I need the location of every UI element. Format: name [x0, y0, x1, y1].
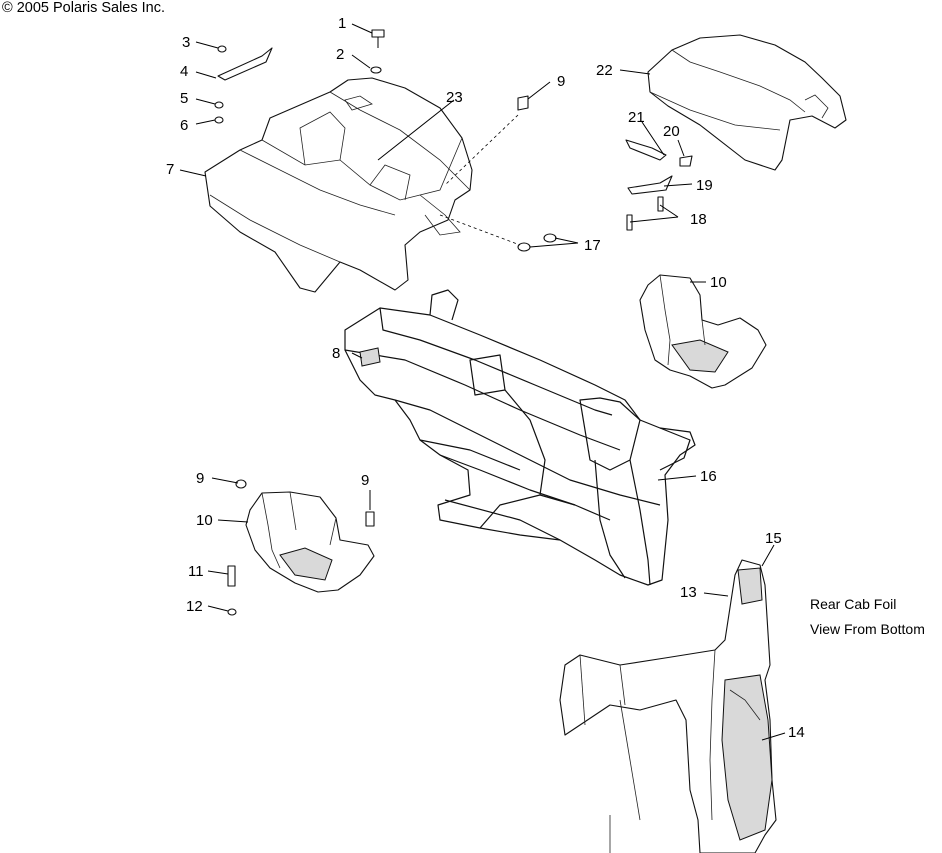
callout-20: 20 [663, 123, 680, 140]
callout-16: 16 [700, 468, 717, 485]
callout-4: 4 [180, 63, 188, 80]
callout-2: 2 [336, 46, 344, 63]
callout-14: 14 [788, 724, 805, 741]
callout-22: 22 [596, 62, 613, 79]
foil-note-line-1: Rear Cab Foil [810, 596, 897, 612]
bolt-11 [227, 565, 236, 587]
callout-10-right: 10 [710, 274, 727, 291]
rear-cab-fender [204, 77, 473, 293]
callout-18: 18 [690, 211, 707, 228]
clip-9-left [235, 479, 247, 489]
clip-9-top [517, 95, 529, 111]
callout-11: 11 [188, 563, 204, 580]
callout-8: 8 [332, 345, 340, 362]
callout-7: 7 [166, 161, 174, 178]
callout-9-top: 9 [557, 73, 565, 90]
left-footwell [245, 491, 375, 593]
callout-10-left: 10 [196, 512, 213, 529]
callout-19: 19 [696, 177, 713, 194]
latch-19 [627, 175, 673, 195]
rear-cab-foil [559, 559, 777, 853]
callout-21: 21 [628, 109, 645, 126]
nut-2 [370, 66, 382, 74]
callout-15: 15 [765, 530, 782, 547]
leader-lines [179, 23, 786, 741]
copyright-notice: © 2005 Polaris Sales Inc. [2, 0, 166, 16]
spring-20 [679, 155, 693, 167]
screw-head-1 [371, 29, 385, 38]
callout-23: 23 [446, 89, 463, 106]
callout-13: 13 [680, 584, 697, 601]
washer-5 [214, 101, 224, 109]
label-8 [359, 347, 381, 367]
callout-17: 17 [584, 237, 601, 254]
callout-9-left: 9 [196, 470, 204, 487]
pin-18b [657, 196, 664, 212]
callout-3: 3 [182, 34, 190, 51]
bracket-21 [625, 139, 667, 161]
foil-note-line-2: View From Bottom [810, 621, 925, 637]
callout-12: 12 [186, 598, 203, 615]
washer-17b [543, 233, 557, 243]
callout-9-middle: 9 [361, 472, 369, 489]
nut-12 [227, 608, 237, 616]
main-frame [344, 289, 696, 586]
bolt-3 [217, 45, 227, 53]
callout-6: 6 [180, 117, 188, 134]
push-rivet-9 [365, 511, 375, 527]
callout-1: 1 [338, 15, 346, 32]
callout-5: 5 [180, 90, 188, 107]
pin-18a [626, 214, 633, 231]
callout-labels: 1 2 3 4 5 6 7 8 9 9 9 10 10 11 12 13 14 … [166, 15, 805, 741]
bracket-4 [217, 47, 273, 81]
seat [647, 34, 847, 171]
right-footwell [639, 274, 767, 389]
washer-17a [517, 242, 531, 252]
nut-6 [214, 116, 224, 124]
hardware [214, 29, 693, 616]
